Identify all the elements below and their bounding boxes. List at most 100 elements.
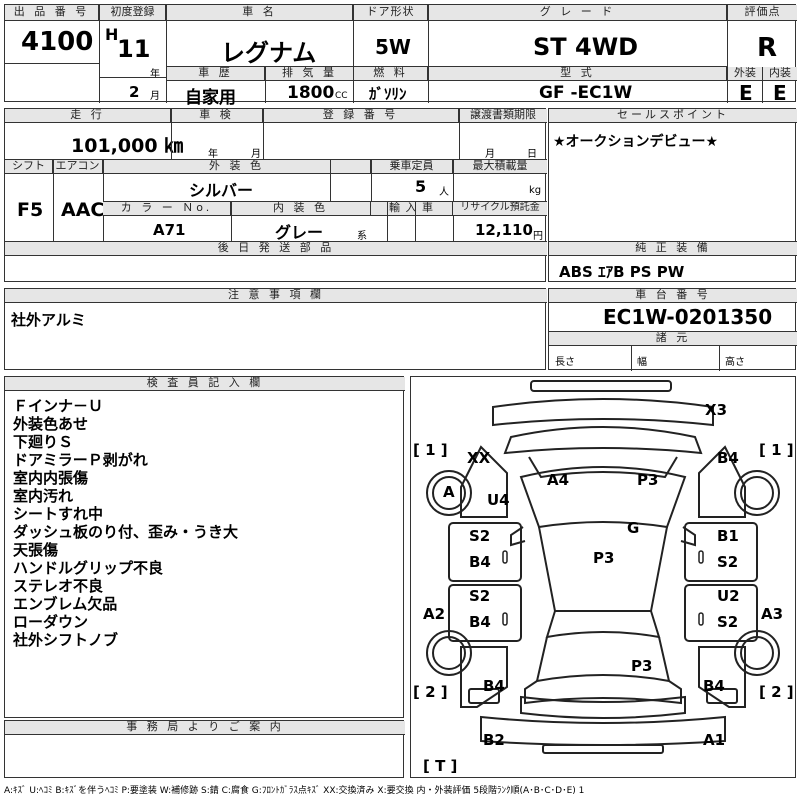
grade: ST 4WD — [533, 33, 639, 61]
top-section: 出 品 番 号 4100 初度登録 H 11 年 2 月 車 名 レグナム ドア… — [4, 4, 797, 108]
chassis-section: 車 台 番 号 EC1W-0201350 諸 元 長さ 幅 高さ — [548, 288, 797, 371]
chassis-number: EC1W-0201350 — [603, 305, 773, 329]
capacity-unit: 人 — [439, 187, 449, 198]
damage-u2-rr: U2 — [717, 587, 740, 605]
office-header: 事 務 局 よ り ご 案 内 — [5, 721, 405, 735]
lot-header: 出 品 番 号 — [5, 5, 99, 21]
damage-a1: A1 — [703, 731, 726, 749]
bracket-t: [ T ] — [423, 757, 458, 775]
transfer-day-unit: 日 — [527, 149, 537, 160]
damage-b4-rl: B4 — [469, 613, 491, 631]
damage-g: G — [627, 519, 640, 537]
door-type: 5W — [375, 35, 411, 59]
note-item: ハンドルグリップ不良 — [13, 559, 164, 577]
damage-xx: XX — [467, 449, 491, 467]
transfer-header: 譲渡書類期限 — [459, 109, 547, 123]
shift-header: シフト — [5, 160, 53, 174]
caution-text: 社外アルミ — [11, 311, 86, 329]
damage-a4: A4 — [547, 471, 570, 489]
damage-u4: U4 — [487, 491, 510, 509]
note-item: エンブレム欠品 — [13, 595, 118, 613]
damage-s2-rr: S2 — [717, 613, 739, 631]
damage-p3-rear: P3 — [631, 657, 653, 675]
note-item: ステレオ不良 — [13, 577, 104, 595]
int-grade: E — [773, 81, 787, 105]
exterior-color: シルバー — [189, 181, 254, 200]
later-parts-header: 後 日 発 送 部 品 — [5, 242, 547, 256]
reg-divider — [100, 77, 166, 78]
first-reg-month: 2 — [129, 83, 140, 101]
office-section: 事 務 局 よ り ご 案 内 — [4, 720, 405, 778]
interior-suffix: 系 — [357, 231, 367, 242]
model: GF -EC1W — [539, 83, 633, 103]
damage-x3: X3 — [705, 401, 728, 419]
sales-point-section: セールスポイント ★オークションデビュー★ 純 正 装 備 ABS ｴｱB PS… — [548, 108, 797, 282]
inspector-section: 検 査 員 記 入 欄 Ｆインナ－Ｕ 外装色あせ 下廻りＳ ドアミラーＰ剥がれ … — [4, 376, 405, 718]
damage-b1-fr: B1 — [717, 527, 739, 545]
fuel-header: 燃 料 — [354, 67, 428, 81]
int-header: 内装 — [763, 67, 797, 81]
note-item: 下廻りＳ — [13, 433, 74, 451]
spec-header: 諸 元 — [549, 332, 797, 346]
damage-p3-roof: P3 — [637, 471, 659, 489]
capacity: 5 — [415, 177, 427, 196]
load-header: 最大積載量 — [453, 160, 547, 174]
chassis-header: 車 台 番 号 — [549, 289, 797, 303]
history: 自家用 — [185, 88, 236, 108]
damage-a: A — [443, 483, 455, 501]
transfer-month-unit: 月 — [485, 149, 495, 160]
damage-b4-fl: B4 — [469, 553, 491, 571]
damage-s2-rl: S2 — [469, 587, 491, 605]
bracket-1-right: [ 1 ] — [759, 441, 794, 459]
insp-month-unit: 月 — [251, 149, 261, 160]
note-item: ローダウン — [13, 613, 89, 631]
note-item: 室内内張傷 — [13, 469, 89, 487]
reg-col-border — [166, 5, 167, 103]
damage-a3: A3 — [761, 605, 784, 623]
shift: F5 — [17, 199, 44, 221]
equipment: ABS ｴｱB PS PW — [559, 263, 685, 281]
car-outline — [426, 380, 780, 754]
recycle-fee: 12,110 — [475, 221, 533, 239]
spec-width: 幅 — [637, 357, 647, 368]
exterior-header: 外 装 色 — [103, 160, 371, 174]
damage-b4-rear-right: B4 — [703, 677, 725, 695]
note-item: Ｆインナ－Ｕ — [13, 397, 104, 415]
grade-header: グ レ ー ド — [429, 5, 727, 21]
history-header: 車 歴 — [167, 67, 265, 81]
note-item: ドアミラーＰ剥がれ — [13, 451, 148, 469]
mileage: 101,000 ㎞ — [71, 135, 184, 157]
inspection-header: 車 検 — [171, 109, 263, 123]
damage-s2-fr: S2 — [717, 553, 739, 571]
first-reg-header: 初度登録 — [100, 5, 166, 21]
interior-header: 内 装 色 — [231, 202, 371, 216]
note-item: シートすれ中 — [13, 505, 104, 523]
colorno-header: カ ラ ー Ｎo. — [103, 202, 231, 216]
damage-a2: A2 — [423, 605, 446, 623]
capacity-header: 乗車定員 — [371, 160, 453, 174]
ac-header: エアコン — [53, 160, 103, 174]
displacement: 1800 — [287, 83, 335, 103]
regno-header: 登 録 番 号 — [263, 109, 459, 123]
caution-section: 注 意 事 項 欄 社外アルミ — [4, 288, 547, 370]
recycle-unit: 円 — [533, 231, 543, 242]
damage-b2: B2 — [483, 731, 505, 749]
color-no: A71 — [153, 221, 186, 239]
ext-grade: E — [739, 81, 753, 105]
note-item: 天張傷 — [13, 541, 59, 559]
bracket-2-right: [ 2 ] — [759, 683, 794, 701]
car-name: レグナム — [221, 39, 317, 67]
car-diagram: X3 [ 1 ] [ 1 ] XX B4 A U4 A4 P3 G S2 B4 … — [410, 376, 796, 778]
year-unit: 年 — [150, 69, 160, 80]
recycle-header: リサイクル預託金 — [453, 202, 547, 216]
era: H — [105, 25, 119, 44]
ac: AAC — [61, 199, 105, 221]
note-item: 外装色あせ — [13, 415, 89, 433]
sales-point: ★オークションデビュー★ — [553, 134, 719, 150]
damage-b4-front-right: B4 — [717, 449, 739, 467]
note-item: 室内汚れ — [13, 487, 74, 505]
equip-header: 純 正 装 備 — [549, 242, 797, 256]
score: R — [757, 33, 778, 63]
score-header: 評価点 — [728, 5, 797, 21]
note-item: ダッシュ板のり付、歪み・うき大 — [13, 523, 239, 541]
